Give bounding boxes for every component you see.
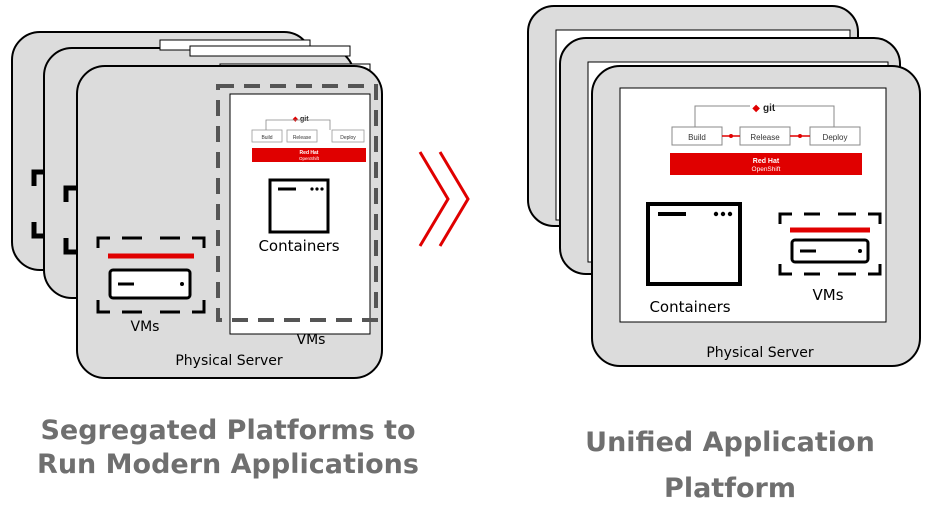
git-label: git [763, 103, 776, 114]
stage-deploy-label: Deploy [823, 133, 848, 142]
caption-segregated-line2: Run Modern Applications [37, 449, 419, 480]
mini-stage-build-label: Build [261, 135, 272, 141]
vms-label-right: VMs [812, 286, 843, 304]
mini-openshift-banner [252, 148, 366, 162]
vms-label-outer: VMs [297, 332, 326, 348]
vms-label-inner: VMs [131, 319, 160, 335]
mini-pipeline: ◆ git Build Release Deploy Red Hat OpenS… [251, 115, 366, 162]
caption-unified: Unified Application Platform [560, 420, 900, 512]
containers-label-right: Containers [649, 298, 730, 316]
container-window-icon [268, 178, 330, 234]
server-label-left: Physical Server [175, 353, 283, 369]
openshift-banner [670, 153, 862, 175]
git-icon: ◆ [752, 103, 760, 114]
mini-banner-line1: Red Hat [300, 150, 319, 156]
right-stack: ◆ git Build Release Deploy Red Hat OpenS… [527, 5, 921, 367]
mini-stage-release [286, 129, 318, 143]
vm-icon [96, 236, 206, 314]
dashed-boundary [216, 84, 378, 322]
banner-line1: Red Hat [753, 158, 780, 165]
caption-segregated-line1: Segregated Platforms to [40, 415, 416, 446]
mini-stage-deploy-label: Deploy [340, 135, 356, 141]
mini-stage-deploy [331, 129, 365, 143]
pipeline: ◆ git Build Release Deploy Red Hat OpenS… [670, 103, 862, 175]
caption-unified-line1: Unified Application [585, 427, 875, 458]
server-label-right: Physical Server [706, 345, 814, 361]
vm-icon [778, 212, 882, 276]
git-mini-icon: ◆ [293, 115, 299, 123]
flow-line [694, 105, 835, 127]
mini-flow-line [265, 119, 331, 130]
vm-corner-mark [63, 185, 76, 255]
caption-unified-line2: Platform [664, 473, 796, 504]
stage-build-label: Build [688, 133, 706, 142]
containers-label-left: Containers [258, 237, 339, 255]
mini-stage-build [251, 129, 283, 143]
chevron-arrow-icon [418, 151, 470, 247]
mini-banner-line2: OpenShift [299, 156, 320, 161]
banner-line2: OpenShift [752, 166, 781, 173]
mini-stage-release-label: Release [293, 135, 312, 141]
git-mini-label: git [300, 116, 309, 123]
stage-release-label: Release [750, 133, 780, 142]
caption-segregated: Segregated Platforms to Run Modern Appli… [18, 414, 438, 482]
left-stack: ◆ git Build Release Deploy Red Hat OpenS… [11, 31, 383, 379]
container-panel-back [189, 45, 351, 57]
container-window-icon [646, 202, 742, 286]
vm-corner-mark [31, 169, 44, 239]
